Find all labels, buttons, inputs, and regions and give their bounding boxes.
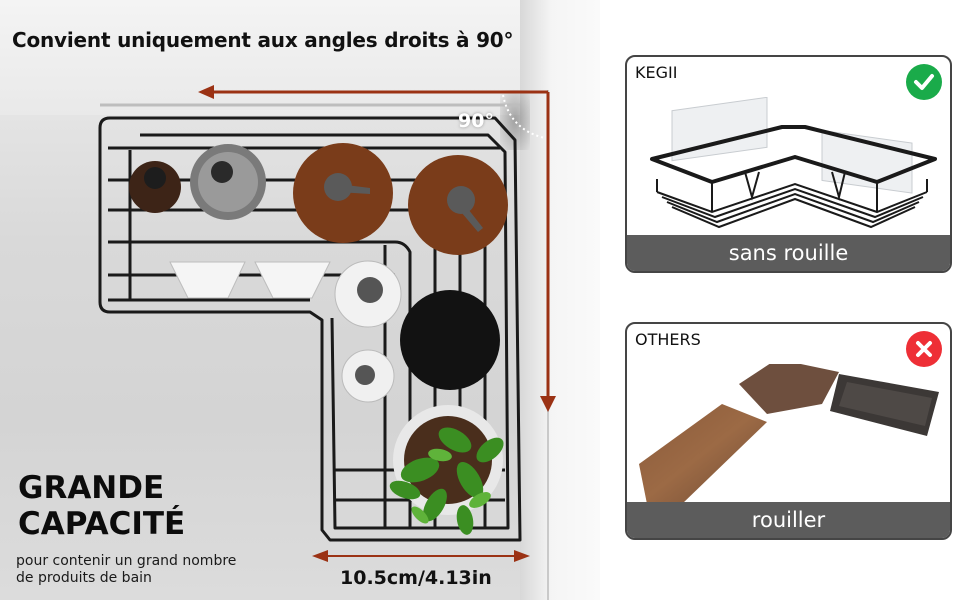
card-brand-kegii: KEGII	[635, 63, 678, 82]
feature-title: GRANDE CAPACITÉ	[18, 470, 185, 542]
check-icon	[906, 64, 942, 100]
rack-product-image	[650, 97, 937, 229]
feature-title-line1: GRANDE	[18, 470, 165, 506]
corner-rack-illustration	[98, 85, 556, 600]
feature-description-line2: de produits de bain	[16, 570, 152, 586]
comparison-card-others: OTHERS rouiller	[625, 322, 952, 540]
feature-description: pour contenir un grand nombre de produit…	[16, 553, 236, 587]
comparison-card-kegii: KEGII sans rouille	[625, 55, 952, 273]
product-photo: Convient uniquement aux angles droits à …	[0, 0, 600, 600]
headline: Convient uniquement aux angles droits à …	[12, 28, 514, 52]
card-brand-others: OTHERS	[635, 330, 701, 349]
dimension-label: 10.5cm/4.13in	[340, 567, 492, 589]
feature-description-line1: pour contenir un grand nombre	[16, 553, 237, 569]
feature-title-line2: CAPACITÉ	[18, 506, 186, 542]
card-caption-others: rouiller	[627, 502, 950, 538]
wall-top	[0, 0, 600, 115]
rusty-rack-image	[639, 364, 939, 504]
angle-label: 90°	[458, 110, 494, 132]
wall-right	[520, 0, 600, 600]
cross-icon	[906, 331, 942, 367]
card-caption-kegii: sans rouille	[627, 235, 950, 271]
